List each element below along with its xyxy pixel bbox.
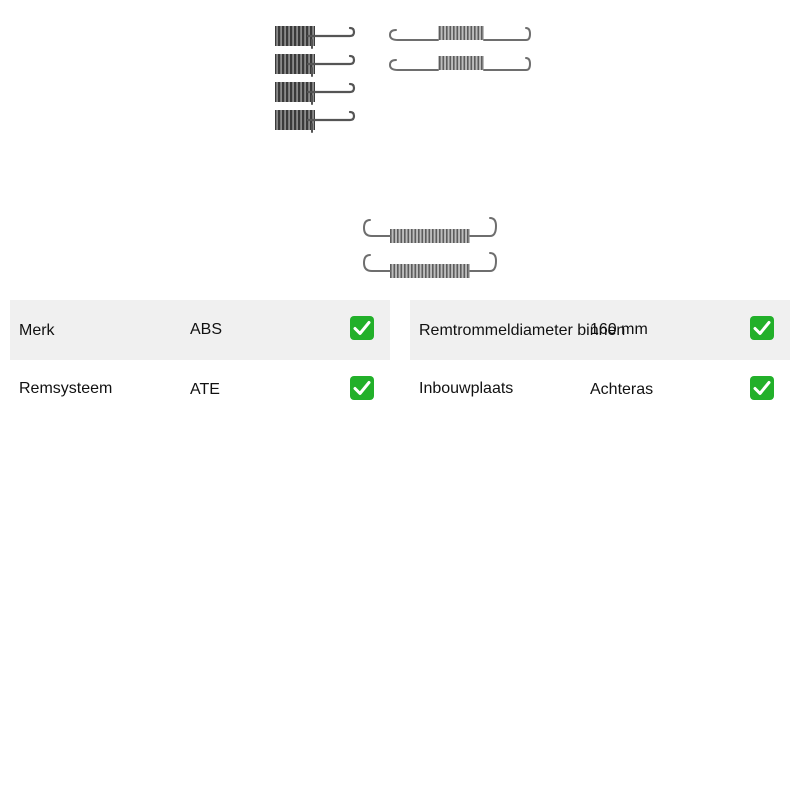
spec-value: Achteras <box>590 381 654 398</box>
spec-table-left: Merk ABS Remsysteem ATE <box>10 300 390 420</box>
spec-row: Remsysteem ATE <box>10 360 390 420</box>
spec-row: Merk ABS <box>10 300 390 360</box>
spec-label: Remsysteem <box>19 380 113 397</box>
brake-shoe-spring-kit-image <box>275 26 532 278</box>
spec-row: Remtrommeldiameter binnen 160 mm <box>410 300 790 360</box>
spec-label: Merk <box>19 322 55 339</box>
spec-value: ABS <box>190 321 223 338</box>
spec-label: Inbouwplaats <box>419 380 514 397</box>
spec-row: Inbouwplaats Achteras <box>410 360 790 420</box>
return-spring-group-top <box>388 26 532 71</box>
spec-value: ATE <box>190 381 220 398</box>
check-mark-icon <box>350 316 374 340</box>
spec-label: Remtrommeldiameter binnen <box>419 322 626 339</box>
product-image <box>250 10 550 295</box>
check-mark-icon <box>750 376 774 400</box>
return-spring-group-bottom <box>362 217 498 278</box>
hold-down-spring-group <box>275 26 356 133</box>
spec-table-right: Remtrommeldiameter binnen 160 mm Inbouwp… <box>410 300 790 420</box>
check-mark-icon <box>350 376 374 400</box>
spec-value: 160 mm <box>590 321 648 338</box>
check-mark-icon <box>750 316 774 340</box>
